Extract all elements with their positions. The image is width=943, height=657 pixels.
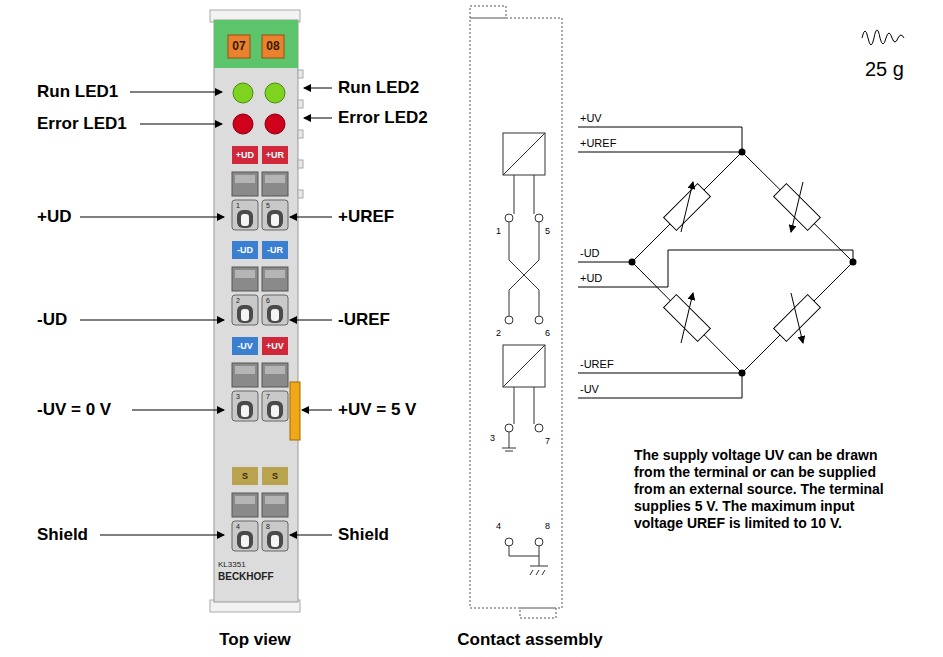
weight-label: 25 g — [865, 58, 904, 80]
terminal-tag: -UV — [232, 337, 258, 355]
terminal-tag: 07 — [228, 35, 250, 58]
model-name: KL3351 — [218, 560, 246, 570]
terminal-tag: +UD — [232, 146, 258, 164]
brand-name: BECKHOFF — [218, 571, 274, 583]
view-caption: Top view — [190, 630, 320, 650]
view-caption: Contact assembly — [420, 630, 640, 650]
contact-assembly — [470, 6, 562, 618]
callout-label: Run LED1 — [37, 82, 118, 102]
pin-number: 2 — [236, 297, 240, 305]
callout-label: Shield — [338, 525, 389, 545]
pin-number: 5 — [266, 202, 270, 210]
terminal-contacts — [232, 146, 288, 551]
bridge-circuit — [578, 127, 857, 398]
signal-name: +UREF — [580, 137, 616, 150]
terminal-tag: S — [232, 467, 258, 485]
signal-name: -UD — [580, 247, 600, 260]
pin-number: 3 — [490, 433, 495, 443]
callout-label: Run LED2 — [338, 78, 419, 98]
leader-lines — [80, 88, 332, 535]
signal-name: +UD — [580, 272, 602, 285]
pin-number: 7 — [266, 393, 270, 401]
callout-label: Error LED1 — [37, 114, 127, 134]
pin-number: 2 — [496, 328, 501, 338]
terminal-housing — [210, 10, 303, 612]
pin-number: 4 — [236, 523, 240, 531]
vibration-icon — [862, 30, 904, 45]
pin-number: 6 — [545, 328, 550, 338]
pin-number: 3 — [236, 393, 240, 401]
pin-number: 6 — [266, 297, 270, 305]
callout-label: -UD — [37, 310, 67, 330]
pin-number: 1 — [236, 202, 240, 210]
callout-label: Error LED2 — [338, 108, 428, 128]
signal-name: -UREF — [580, 358, 614, 371]
terminal-tag: -UD — [232, 241, 258, 259]
callout-label: -UREF — [338, 310, 390, 330]
terminal-tag: +UR — [262, 146, 288, 164]
note-text: The supply voltage UV can be drawn from … — [634, 447, 906, 532]
callout-label: +UREF — [338, 207, 394, 227]
callout-label: Shield — [37, 525, 88, 545]
pin-number: 8 — [266, 523, 270, 531]
terminal-tag: S — [262, 467, 288, 485]
callout-label: +UV = 5 V — [338, 400, 416, 420]
signal-name: +UV — [580, 112, 602, 125]
terminal-tag: 08 — [262, 35, 284, 58]
pin-number: 4 — [496, 521, 501, 531]
pin-number: 1 — [496, 226, 501, 236]
callout-label: -UV = 0 V — [37, 400, 111, 420]
pin-number: 8 — [545, 521, 550, 531]
terminal-tag: +UV — [262, 337, 288, 355]
pin-number: 7 — [545, 436, 550, 446]
callout-label: +UD — [37, 207, 71, 227]
pin-number: 5 — [545, 226, 550, 236]
terminal-tag: -UR — [262, 241, 288, 259]
signal-name: -UV — [580, 383, 599, 396]
